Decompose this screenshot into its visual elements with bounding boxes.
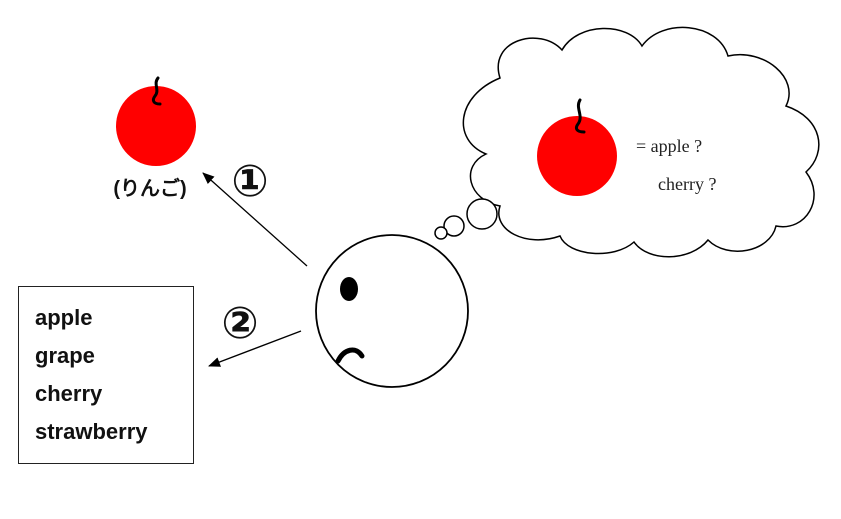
apple-icon (116, 76, 196, 166)
face-eye (340, 277, 358, 301)
word-list-item: grape (35, 343, 95, 368)
word-list-box: apple grape cherry strawberry (18, 286, 194, 464)
word-list-item: strawberry (35, 419, 148, 444)
step-one-marker: ① (231, 157, 268, 206)
thought-text-apple: = apple ? (636, 136, 702, 156)
word-list-item: cherry (35, 381, 103, 406)
face-mouth (335, 347, 365, 364)
confused-face-icon (315, 234, 469, 388)
arrow-to-apple (202, 172, 308, 267)
word-list-item: apple (35, 305, 93, 330)
arrow-to-word-list (208, 330, 302, 367)
thought-cloud-icon (434, 26, 820, 258)
apple-japanese-label: (りんご) (113, 176, 186, 200)
step-two-marker: ② (221, 299, 258, 348)
thought-text-cherry: cherry ? (658, 174, 716, 194)
thought-apple-icon (537, 98, 617, 196)
